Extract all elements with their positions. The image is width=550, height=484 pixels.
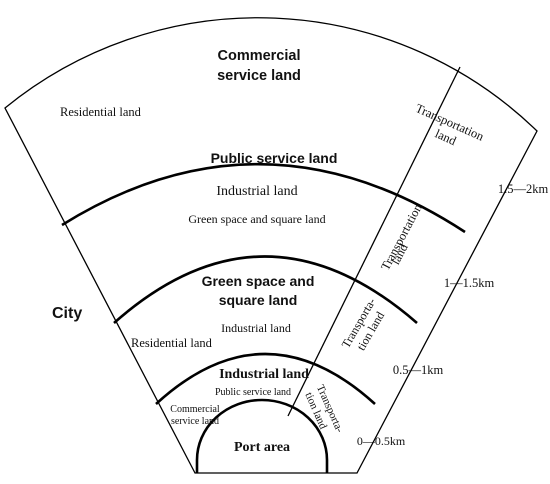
- ring-boundary-1km: [113, 255, 418, 324]
- lower-middle-title-line1: Green space and: [202, 273, 315, 289]
- upper-middle-industrial: Industrial land: [216, 184, 297, 199]
- upper-middle-green: Green space and square land: [188, 212, 325, 226]
- inner-distance-label: 0—0.5km: [357, 434, 406, 448]
- outer-title-line1: Commercial: [217, 48, 300, 64]
- outer-title-line2: service land: [217, 68, 301, 84]
- outer-residential-label: Residential land: [60, 105, 142, 119]
- lower-middle-residential: Residential land: [131, 336, 213, 350]
- lower-middle-industrial: Industrial land: [221, 321, 291, 335]
- ring-boundary-1-5km: [61, 162, 466, 234]
- inner-commercial-line2: service land: [171, 416, 219, 427]
- inner-public: Public service land: [215, 387, 291, 398]
- fan-outer-boundary: [4, 17, 538, 474]
- upper-middle-distance-label: 1—1.5km: [444, 276, 495, 290]
- upper-middle-title: Public service land: [211, 150, 338, 166]
- lower-middle-distance-label: 0.5—1km: [393, 363, 444, 377]
- lower-middle-title-line2: square land: [219, 292, 298, 308]
- transportation-divider: [287, 66, 461, 417]
- port-area-label: Port area: [234, 440, 290, 455]
- port-area-core: [195, 398, 329, 473]
- ring-boundary-0-5km: [155, 352, 376, 405]
- city-label: City: [52, 305, 82, 322]
- inner-commercial-line1: Commercial: [170, 404, 220, 415]
- inner-title: Industrial land: [219, 367, 309, 382]
- outer-distance-label: 1.5—2km: [498, 182, 549, 196]
